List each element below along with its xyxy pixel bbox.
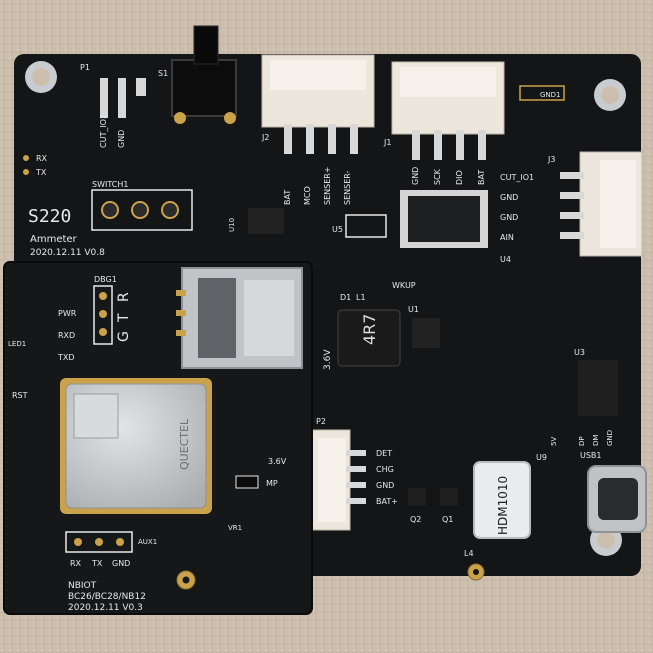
rx-label: RX — [36, 154, 48, 163]
aux-pin-rx: RX — [70, 559, 82, 568]
j2-pin-bat: BAT — [283, 190, 292, 205]
j3-pin-gnd-2: GND — [500, 213, 518, 222]
q1-label: Q1 — [442, 515, 453, 524]
p2-label: P2 — [316, 417, 326, 426]
j1-pin-sck: SCK — [433, 168, 442, 185]
gtr-t: T — [116, 313, 132, 323]
usb-pin-gnd: GND — [606, 430, 614, 446]
module-models: BC26/BC28/NB12 — [68, 592, 146, 602]
gtr-r: R — [116, 292, 132, 302]
sim-card-holder — [176, 267, 303, 369]
j3-pin-gnd-1: GND — [500, 193, 518, 202]
led-txd: TXD — [57, 353, 75, 362]
svg-text:S1: S1 — [158, 69, 168, 78]
led-pwr: PWR — [58, 309, 77, 318]
p2-pin-bat-plus: BAT+ — [376, 497, 398, 506]
svg-text:J1: J1 — [383, 138, 391, 147]
u5-label: U5 — [332, 225, 343, 234]
power-label: 3.6V — [323, 349, 333, 370]
rst-label: RST — [12, 391, 28, 400]
quectel-module: QUECTEL — [60, 378, 212, 514]
svg-text:J3: J3 — [547, 155, 555, 164]
board-date-version: 2020.12.11 V0.8 — [30, 248, 105, 258]
tx-label: TX — [35, 168, 47, 177]
j2-pin-senser-plus: SENSER+ — [323, 166, 332, 205]
j1-pin-dio: DIO — [455, 170, 464, 185]
usb-c-connector — [587, 465, 647, 533]
p2-pin-chg: CHG — [376, 465, 394, 474]
j2-pin-senser-minus: SENSER- — [343, 171, 352, 205]
mp-label: MP — [266, 479, 278, 488]
u10-label: U10 — [228, 218, 236, 232]
gnd-label-left: GND — [117, 130, 126, 148]
nbiot-module: DBG1 G T R PWR RXD TXD LED1 RST QUECTEL … — [3, 261, 313, 615]
p2-pin-gnd: GND — [376, 481, 394, 490]
j3-connector: J3 — [547, 151, 643, 257]
usb-pin-dp: DP — [578, 436, 586, 446]
led-rxd: RXD — [58, 331, 75, 340]
push-button: S1 — [158, 25, 237, 124]
p2-connector — [309, 429, 366, 531]
l4-label: L4 — [464, 549, 474, 558]
vr1-label: VR1 — [228, 524, 242, 532]
switch-label: SWITCH1 — [92, 180, 128, 189]
module-date-version: 2020.12.11 V0.3 — [68, 603, 143, 613]
usb-pin-5v: 5V — [550, 437, 558, 446]
big-label: S220 — [28, 206, 71, 227]
hdm-module: HDM1010 — [473, 461, 531, 539]
u3-label: U3 — [574, 348, 585, 357]
power-inductor: 4R7 — [337, 309, 401, 367]
p1-label: P1 — [80, 63, 90, 72]
aux-pin-tx: TX — [91, 559, 103, 568]
module-voltage: 3.6V — [268, 457, 287, 466]
led1-label: LED1 — [8, 340, 26, 348]
gtr-g: G — [116, 331, 132, 342]
aux-label: AUX1 — [138, 538, 157, 546]
q2-label: Q2 — [410, 515, 421, 524]
p2-pin-det: DET — [376, 449, 392, 458]
j2-connector: J2 — [261, 54, 375, 154]
svg-text:J2: J2 — [261, 133, 269, 142]
j2-pin-mco: MCO — [303, 186, 312, 205]
quectel-brand: QUECTEL — [178, 418, 191, 470]
hdm-chip-label: HDM1010 — [496, 476, 510, 535]
j1-pin-bat: BAT — [477, 170, 486, 185]
u1-label: U1 — [408, 305, 419, 314]
l1-label: L1 — [356, 293, 366, 302]
cut-io2-label: CUT_IO2 — [99, 114, 108, 148]
gnd1-label: GND1 — [540, 91, 561, 99]
mounting-holes — [25, 61, 626, 556]
wkup-label: WKUP — [392, 281, 416, 290]
u9-label: U9 — [536, 453, 547, 462]
module-name: NBIOT — [68, 581, 97, 591]
usb-pin-dm: DM — [592, 435, 600, 446]
d1-label: D1 — [340, 293, 351, 302]
mcu-chip — [400, 190, 488, 248]
u4-label: U4 — [500, 255, 511, 264]
j1-connector: J1 — [383, 61, 505, 160]
board-name: Ammeter — [30, 234, 78, 245]
inductor-marking: 4R7 — [360, 314, 379, 345]
j1-pin-gnd: GND — [411, 167, 420, 185]
usb-label: USB1 — [580, 451, 602, 460]
aux-pin-gnd: GND — [112, 559, 130, 568]
j3-pin-cut-io1: CUT_IO1 — [500, 173, 534, 182]
dbg-label: DBG1 — [94, 275, 117, 284]
j3-pin-ain: AIN — [500, 233, 514, 242]
